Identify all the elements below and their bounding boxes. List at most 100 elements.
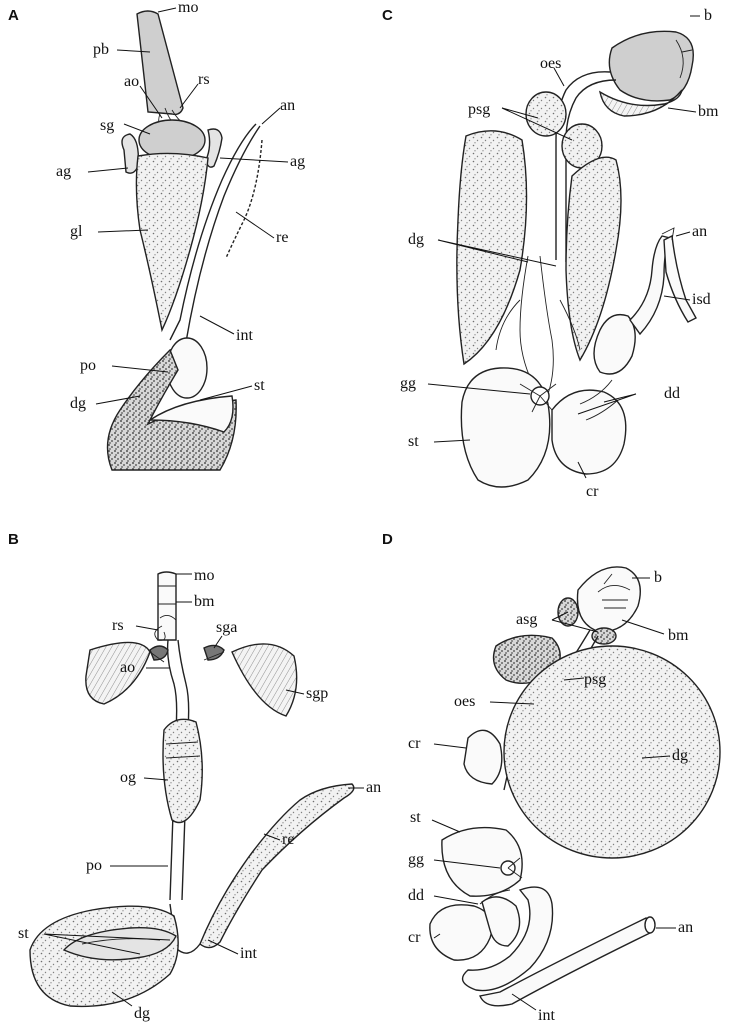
label-a-int: int [236, 327, 253, 344]
intestine-end-d [479, 917, 653, 1007]
panel-d: D b asg bm psg oes [382, 531, 721, 1024]
label-a-gl: gl [70, 223, 83, 240]
label-b-an: an [366, 779, 381, 796]
label-c-dd: dd [664, 385, 680, 402]
intestine-inner-a [185, 125, 261, 343]
label-a-sg: sg [100, 117, 114, 134]
label-d-dg: dg [672, 747, 688, 764]
labels-d: b asg bm psg oes cr dg st gg dd an cr in… [408, 569, 693, 1024]
salivary-gland-anterior-left-b [149, 645, 169, 661]
label-d-an: an [678, 919, 693, 936]
dd-c [579, 379, 619, 421]
crop-top-d [463, 729, 503, 785]
accessory-gland-right-a [205, 128, 223, 168]
crop-c [551, 389, 627, 475]
stomach-a [147, 395, 234, 433]
digestive-ducts-c [495, 255, 581, 395]
panel-letter-d: D [382, 531, 393, 548]
label-c-bm: bm [698, 103, 719, 120]
label-d-asg: asg [516, 611, 537, 628]
label-b-sgp: sgp [306, 685, 328, 702]
panel-letter-b: B [8, 531, 19, 548]
label-a-dg: dg [70, 395, 86, 412]
oesophageal-gland-b [162, 718, 203, 824]
panel-c: C b oes psg bm an dg [382, 7, 719, 500]
panel-b: B mo bm rs ao sga sgp og [8, 531, 381, 1022]
label-b-int: int [240, 945, 257, 962]
label-a-st: st [254, 377, 265, 394]
gland-of-leiblein-a [135, 152, 209, 333]
intestine-d [461, 886, 554, 992]
panel-letter-a: A [8, 7, 19, 24]
label-a-pb: pb [93, 41, 109, 58]
digestive-gland-d [503, 645, 721, 859]
digestive-gland-right-c [565, 156, 622, 362]
rectum-a [225, 139, 263, 259]
posterior-salivary-gland-left-c [525, 91, 567, 137]
label-b-og: og [120, 769, 136, 786]
label-a-ag-right: ag [290, 153, 305, 170]
label-a-an: an [280, 97, 295, 114]
label-d-cr-bottom: cr [408, 929, 421, 946]
label-d-oes: oes [454, 693, 475, 710]
buccal-muscle-c [599, 89, 683, 117]
label-d-cr-top: cr [408, 735, 421, 752]
label-d-gg: gg [408, 851, 424, 868]
accessory-gland-left-a [121, 133, 140, 174]
rectum-b [199, 783, 355, 949]
label-c-isd: isd [692, 291, 711, 308]
proboscis-a [136, 10, 184, 116]
label-b-bm: bm [194, 593, 215, 610]
label-d-psg: psg [584, 671, 606, 688]
salivary-gland-posterior-left-b [85, 641, 151, 705]
label-b-po: po [86, 857, 102, 874]
intestine-a [169, 123, 257, 341]
label-c-psg: psg [468, 101, 490, 118]
salivary-gland-anterior-right-b [203, 644, 225, 661]
digestive-gland-left-c [456, 130, 528, 366]
label-c-b: b [704, 7, 712, 24]
buccal-tube-b [157, 571, 177, 641]
label-d-st: st [410, 809, 421, 826]
label-d-b: b [654, 569, 662, 586]
salivary-gland-posterior-right-b [231, 643, 298, 717]
digestive-gland-a [106, 348, 237, 471]
label-d-int: int [538, 1007, 555, 1024]
labels-c: b oes psg bm an dg isd gg dd st cr [400, 7, 719, 500]
labels-b: mo bm rs ao sga sgp og an re po st int d… [18, 567, 381, 1022]
label-d-bm: bm [668, 627, 689, 644]
isd-c [663, 234, 697, 323]
label-a-rs: rs [198, 71, 210, 88]
label-a-re: re [276, 229, 288, 246]
label-c-an: an [692, 223, 707, 240]
label-b-st: st [18, 925, 29, 942]
label-a-ao: ao [124, 73, 139, 90]
stomach-b [62, 926, 177, 961]
label-c-dg: dg [408, 231, 424, 248]
label-c-gg: gg [400, 375, 416, 392]
stomach-d [441, 826, 523, 897]
stomach-c [460, 367, 551, 488]
panel-a: A mo pb ao rs an sg ag ag [8, 0, 305, 471]
panel-letter-c: C [382, 7, 393, 24]
label-d-dd: dd [408, 887, 424, 904]
label-c-oes: oes [540, 55, 561, 72]
buccal-mass-c [608, 30, 694, 102]
label-a-po: po [80, 357, 96, 374]
crop-bottom-d [429, 904, 493, 961]
label-b-re: re [282, 831, 294, 848]
label-b-mo: mo [194, 567, 214, 584]
label-c-cr: cr [586, 483, 599, 500]
buccal-mass-d [576, 566, 641, 633]
label-c-st: st [408, 433, 419, 450]
label-a-mo: mo [178, 0, 198, 16]
intestine-coil-c [593, 313, 636, 375]
labels-a: mo pb ao rs an sg ag ag gl re int po st … [56, 0, 305, 412]
label-a-ag-left: ag [56, 163, 71, 180]
label-b-rs: rs [112, 617, 124, 634]
label-b-dg: dg [134, 1005, 150, 1022]
label-b-sga: sga [216, 619, 237, 636]
dd-d [479, 889, 511, 905]
label-b-ao: ao [120, 659, 135, 676]
